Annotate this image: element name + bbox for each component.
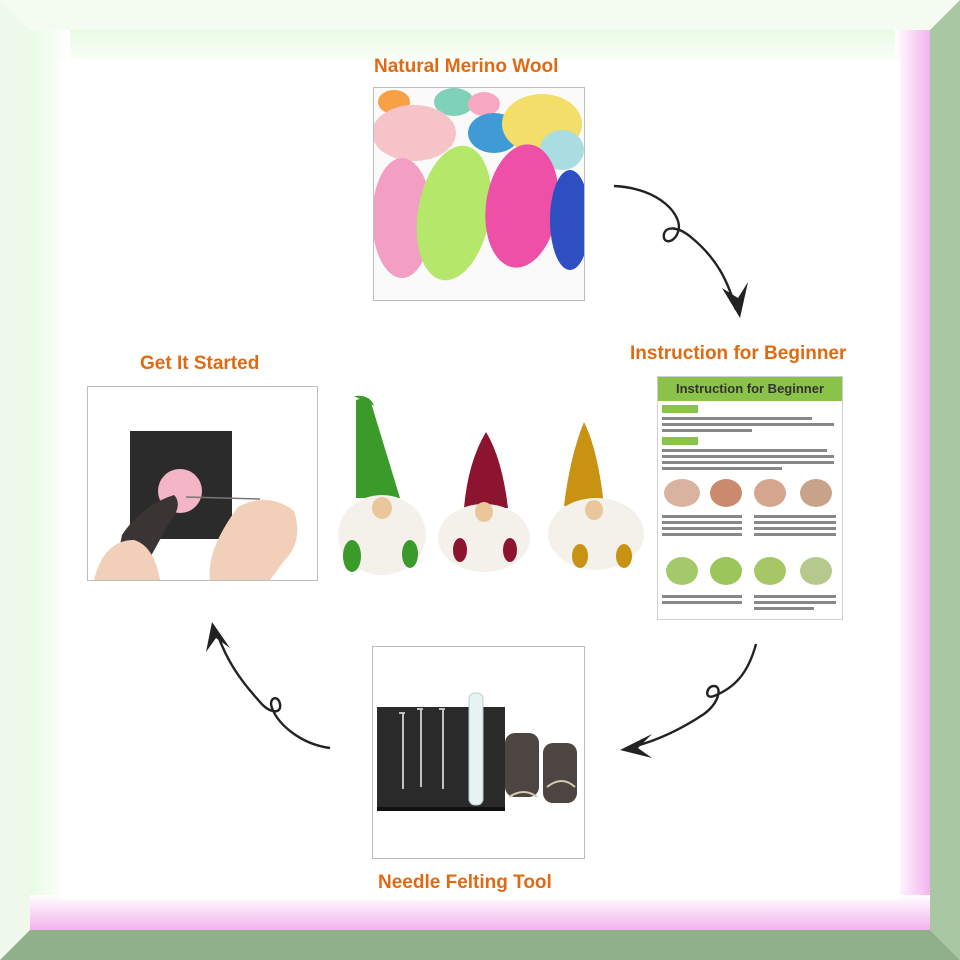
gnome-green (338, 395, 426, 575)
sheet-text-line (662, 423, 834, 426)
sheet-text-line (754, 595, 836, 598)
sheet-text-line (662, 515, 742, 518)
sheet-step-photos-row-2 (666, 557, 832, 585)
label-instruction-for-beginner: Instruction for Beginner (630, 343, 847, 364)
sheet-text-line (754, 601, 836, 604)
label-get-it-started: Get It Started (140, 353, 260, 374)
sheet-text-line (662, 455, 834, 458)
label-merino-wool: Natural Merino Wool (374, 56, 559, 77)
sheet-text-line (754, 527, 836, 530)
sheet-text-line (662, 467, 782, 470)
sheet-text-line (662, 601, 742, 604)
sheet-text-line (662, 461, 834, 464)
sheet-text-line (662, 521, 742, 524)
sheet-text-line (662, 429, 752, 432)
sheet-text-line (662, 417, 812, 420)
gnome-burgundy (438, 432, 530, 572)
label-needle-felting-tool: Needle Felting Tool (378, 872, 552, 893)
sheet-tag (662, 405, 698, 413)
curly-arrow-icon (613, 184, 748, 318)
sheet-text-line (754, 607, 814, 610)
wool-illustration (374, 88, 584, 300)
tools-illustration (373, 647, 584, 858)
sheet-text-line (754, 533, 836, 536)
sheet-text-line (662, 527, 742, 530)
instruction-sheet-title: Instruction for Beginner (658, 377, 842, 401)
sheet-text-line (754, 521, 836, 524)
needle-felting-tool-photo (372, 646, 585, 859)
get-it-started-photo (87, 386, 318, 581)
curly-arrow-icon (206, 622, 331, 750)
sheet-text-line (662, 533, 742, 536)
instruction-sheet: Instruction for Beginner (657, 376, 843, 620)
curly-arrow-icon (620, 643, 758, 758)
sheet-step-photos-row-1 (664, 479, 832, 507)
hands-felting-illustration (88, 387, 317, 580)
gnome-mustard (548, 422, 644, 570)
sheet-text-line (754, 515, 836, 518)
merino-wool-photo (373, 87, 585, 301)
sheet-text-line (662, 449, 827, 452)
sheet-text-line (662, 595, 742, 598)
sheet-tag (662, 437, 698, 445)
